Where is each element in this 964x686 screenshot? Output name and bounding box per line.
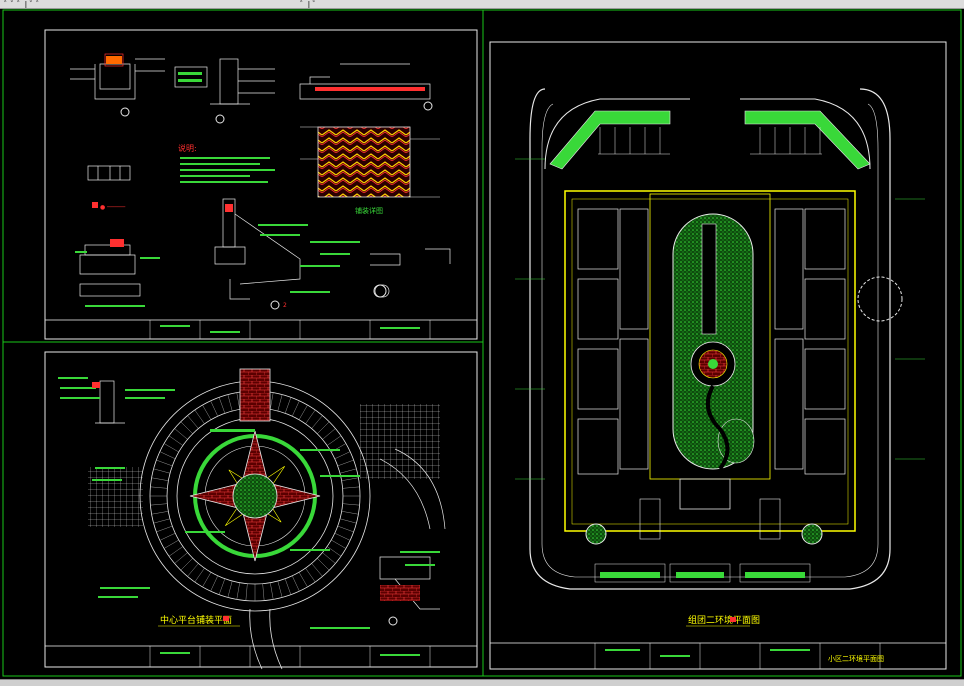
paving-radial-line	[305, 409, 316, 425]
building-block	[804, 418, 846, 475]
building-block	[804, 208, 846, 270]
paving-radial-line	[218, 578, 226, 595]
paving-radial-line	[236, 582, 240, 600]
paving-radial-line	[187, 415, 199, 429]
paving-radial-line	[153, 468, 171, 474]
paving-radial-line	[150, 503, 168, 506]
notes-title: 说明:	[178, 143, 197, 153]
plaza-plan-title: 中心平台铺装平面	[160, 614, 232, 626]
paving-radial-line	[341, 477, 359, 481]
sheet-bottom-left[interactable]: 中心平台铺装平面	[44, 351, 478, 670]
paving-radial-line	[317, 421, 330, 434]
building-block	[774, 208, 804, 330]
paving-radial-line	[326, 546, 342, 557]
paving-radial-line	[194, 409, 205, 425]
paving-radial-line	[245, 583, 248, 601]
paving-radial-line	[342, 503, 360, 506]
building-block	[774, 338, 804, 470]
sheet-right[interactable]: 小区二环境平面图	[489, 41, 947, 670]
paving-radial-line	[317, 558, 330, 571]
paving-radial-line	[174, 428, 188, 440]
paving-radial-line	[194, 567, 205, 583]
paving-radial-line	[326, 435, 342, 446]
building-block	[577, 278, 619, 340]
toolbar-fragment-1: ﾞ ﾞ ﾞ | ﾞ ﾞ	[4, 1, 41, 9]
paving-radial-line	[156, 525, 173, 533]
paving-radial-line	[334, 451, 351, 459]
paving-radial-line	[150, 486, 168, 489]
paving-radial-line	[270, 392, 274, 410]
toolbar-fragment-2: ﾞ | ﾞ	[300, 1, 317, 9]
paving-radial-line	[236, 392, 240, 410]
paving-radial-line	[218, 397, 226, 414]
building-block	[619, 338, 649, 470]
paving-radial-line	[292, 400, 300, 417]
building-block	[804, 278, 846, 340]
paving-radial-line	[277, 394, 283, 412]
detail-mark-1: ● ─────	[100, 204, 126, 211]
paving-radial-line	[298, 404, 308, 420]
paving-radial-line	[284, 397, 292, 414]
cad-toolbar: ﾞ ﾞ ﾞ | ﾞ ﾞ ﾞ | ﾞ	[0, 0, 964, 9]
paving-radial-line	[151, 477, 169, 481]
paving-radial-line	[227, 580, 233, 598]
paving-radial-line	[342, 486, 360, 489]
paving-radial-line	[311, 563, 323, 577]
paving-radial-line	[159, 533, 176, 541]
building-block	[577, 208, 619, 270]
label-paving-plan: 铺装详图	[355, 206, 383, 215]
central-garden	[672, 213, 754, 470]
paving-radial-line	[277, 580, 283, 598]
paving-radial-line	[337, 459, 354, 467]
paving-radial-line	[180, 558, 193, 571]
paving-radial-line	[163, 443, 179, 453]
paving-radial-line	[311, 415, 323, 429]
paving-radial-line	[151, 511, 169, 515]
site-plan-title: 组团二环境平面图	[688, 614, 760, 626]
building-block	[619, 208, 649, 330]
sheet-top-left[interactable]: 铺装详图 说明: ● ───── 2	[44, 29, 478, 340]
paving-radial-line	[187, 563, 199, 577]
paving-radial-line	[305, 567, 316, 583]
paving-radial-line	[159, 451, 176, 459]
status-bar	[0, 679, 964, 686]
detail-mark-2: 2	[283, 302, 287, 309]
paving-radial-line	[322, 552, 336, 564]
paving-radial-line	[210, 575, 218, 592]
paving-radial-line	[339, 468, 357, 474]
paving-radial-line	[262, 583, 265, 601]
sheet-border	[2, 9, 962, 677]
paving-radial-line	[202, 572, 212, 588]
titleblock-label: 小区二环境平面图	[828, 654, 884, 663]
paving-radial-line	[202, 404, 212, 420]
building-block	[577, 418, 619, 475]
cad-drawing-canvas[interactable]: 铺装详图 说明: ● ───── 2	[0, 9, 964, 679]
paving-radial-line	[284, 578, 292, 595]
paving-radial-line	[174, 552, 188, 564]
entrance-path	[239, 368, 271, 422]
paving-radial-line	[322, 428, 336, 440]
paving-radial-line	[163, 539, 179, 549]
paving-radial-line	[156, 459, 173, 467]
building-block	[804, 348, 846, 410]
paving-radial-line	[153, 518, 171, 524]
paving-radial-line	[341, 511, 359, 515]
paving-radial-line	[270, 582, 274, 600]
paving-radial-line	[180, 421, 193, 434]
building-block	[577, 348, 619, 410]
paving-radial-line	[337, 525, 354, 533]
paving-radial-line	[298, 572, 308, 588]
paving-radial-line	[210, 400, 218, 417]
paving-radial-line	[331, 539, 347, 549]
paving-radial-line	[227, 394, 233, 412]
paving-radial-line	[334, 533, 351, 541]
paving-radial-line	[168, 435, 184, 446]
paving-radial-line	[292, 575, 300, 592]
paving-radial-line	[339, 518, 357, 524]
paving-pattern-zigzag	[317, 126, 411, 198]
paving-radial-line	[168, 546, 184, 557]
